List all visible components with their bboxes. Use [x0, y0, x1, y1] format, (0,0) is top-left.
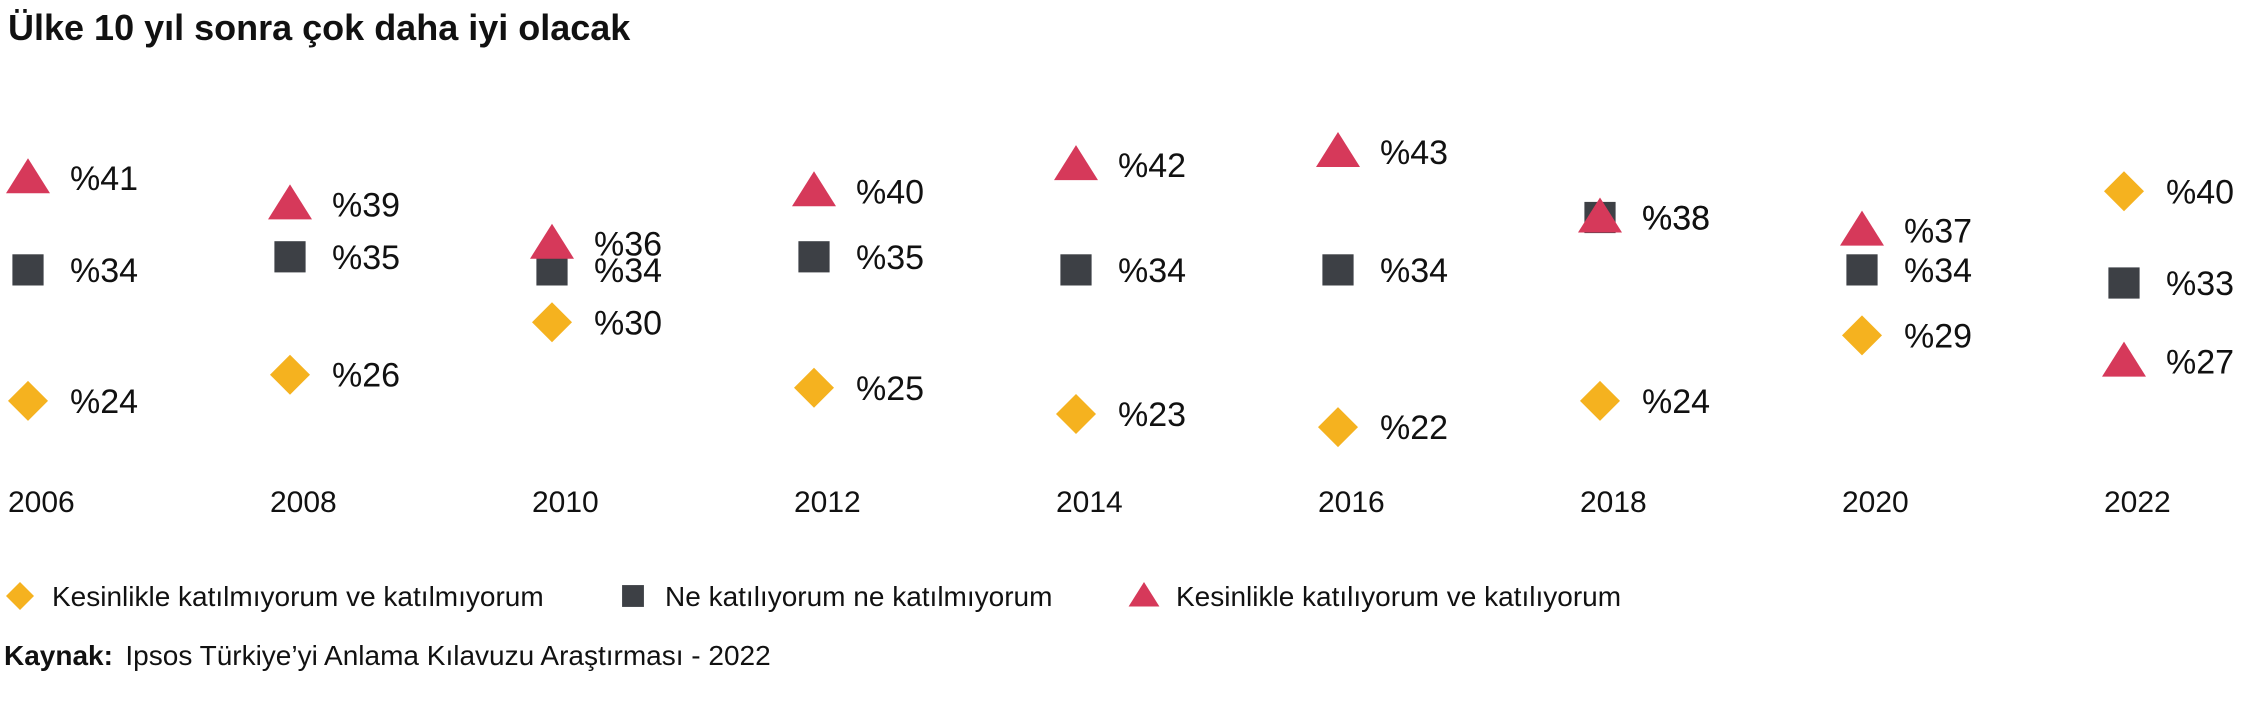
legend-label-diamond: Kesinlikle katılmıyorum ve katılmıyorum [52, 581, 544, 612]
marker-diamond-2014 [1056, 394, 1096, 434]
marker-square-2006 [12, 254, 44, 286]
svg-text:Kaynak: Ipsos Türkiye’yi: Kaynak: Ipsos Türkiye’yi Anlama Kılavuzu… [4, 640, 771, 671]
value-label-diamond-2018: %24 [1642, 383, 1710, 421]
value-label-square-2020: %34 [1904, 252, 1972, 290]
value-label-diamond-2022: %40 [2166, 173, 2234, 211]
legend-marker-square [622, 585, 644, 607]
marker-diamond-2006 [8, 380, 48, 421]
value-label-triangle-2010: %36 [594, 226, 662, 264]
marker-square-2016 [1322, 254, 1354, 286]
x-axis-ticks: 2006 2008 2010 2012 2014 2016 2018 2020 2022 [8, 486, 2171, 519]
value-label-diamond-2010: %30 [594, 304, 662, 342]
x-tick-label-2022: 2022 [2104, 486, 2171, 519]
value-label-square-2010: %34 [594, 252, 662, 290]
value-label-triangle-2018: %38 [1642, 200, 1710, 238]
marker-diamond-2022 [2104, 171, 2144, 212]
x-tick-label-2010: 2010 [532, 486, 599, 519]
value-label-triangle-2020: %37 [1904, 213, 1972, 251]
value-label-diamond-2012: %25 [856, 370, 924, 408]
value-label-triangle-2008: %39 [332, 186, 400, 224]
value-label-diamond-2016: %22 [1380, 409, 1448, 447]
marker-diamond-2010 [532, 302, 572, 343]
value-label-square-2016: %34 [1380, 252, 1448, 290]
marker-square-2008 [274, 241, 306, 273]
marker-diamond-2008 [270, 354, 310, 395]
marker-diamond-2020 [1842, 315, 1882, 356]
marker-triangle-2010 [530, 223, 574, 259]
value-label-square-2012: %35 [856, 239, 924, 277]
marker-square-2022 [2108, 267, 2140, 299]
value-label-triangle-2016: %43 [1380, 134, 1448, 172]
marker-diamond-2018 [1580, 380, 1620, 421]
marker-diamond-2012 [794, 367, 834, 408]
x-tick-label-2018: 2018 [1580, 486, 1647, 519]
marker-triangle-2008 [268, 184, 312, 220]
marker-square-2020 [1846, 254, 1878, 286]
marker-diamond-2016 [1318, 407, 1358, 448]
source-label: Kaynak: [4, 640, 113, 671]
plot-area: %24 %26 %30 %25 %23 %22 %24 %29 %40 %34 %35 %34 %35%… [6, 132, 2234, 448]
value-label-square-2006: %34 [70, 252, 138, 290]
marker-square-2010 [536, 254, 568, 286]
value-label-square-2022: %33 [2166, 265, 2234, 303]
marker-square-2012 [798, 241, 830, 273]
value-label-triangle-2006: %41 [70, 160, 138, 198]
x-tick-label-2016: 2016 [1318, 486, 1385, 519]
source-text: Ipsos Türkiye’yi Anlama Kılavuzu Araştır… [125, 640, 770, 671]
marker-triangle-2020 [1840, 210, 1884, 246]
value-label-triangle-2022: %27 [2166, 344, 2234, 382]
value-label-square-2018: %38 [1642, 200, 1710, 238]
x-tick-label-2020: 2020 [1842, 486, 1909, 519]
legend-marker-diamond [6, 582, 34, 610]
marker-triangle-2014 [1054, 145, 1098, 181]
marker-triangle-2018 [1578, 197, 1622, 233]
x-tick-label-2006: 2006 [8, 486, 75, 519]
value-label-triangle-2012: %40 [856, 173, 924, 211]
marker-triangle-2016 [1316, 132, 1360, 167]
chart-title: Ülke 10 yıl sonra çok daha iyi olacak [8, 7, 631, 48]
source-note: Kaynak: Ipsos Türkiye’yi Anlama Kılavuzu… [4, 640, 771, 671]
legend: Kesinlikle katılmıyorum ve katılmıyorum N… [6, 581, 1621, 612]
marker-triangle-2022 [2102, 341, 2146, 377]
legend-marker-triangle [1128, 582, 1160, 607]
value-label-diamond-2006: %24 [70, 383, 138, 421]
value-label-triangle-2014: %42 [1118, 147, 1186, 185]
x-tick-label-2008: 2008 [270, 486, 337, 519]
marker-square-2014 [1060, 254, 1092, 286]
value-label-square-2008: %35 [332, 239, 400, 277]
value-label-diamond-2014: %23 [1118, 396, 1186, 434]
value-label-diamond-2008: %26 [332, 357, 400, 395]
legend-label-square: Ne katılıyorum ne katılmıyorum [665, 581, 1052, 612]
marker-triangle-2006 [6, 158, 50, 194]
legend-label-triangle: Kesinlikle katılıyorum ve katılıyorum [1176, 581, 1621, 612]
x-tick-label-2014: 2014 [1056, 486, 1123, 519]
x-tick-label-2012: 2012 [794, 486, 861, 519]
value-label-square-2014: %34 [1118, 252, 1186, 290]
marker-triangle-2012 [792, 171, 836, 207]
value-label-diamond-2020: %29 [1904, 317, 1972, 355]
